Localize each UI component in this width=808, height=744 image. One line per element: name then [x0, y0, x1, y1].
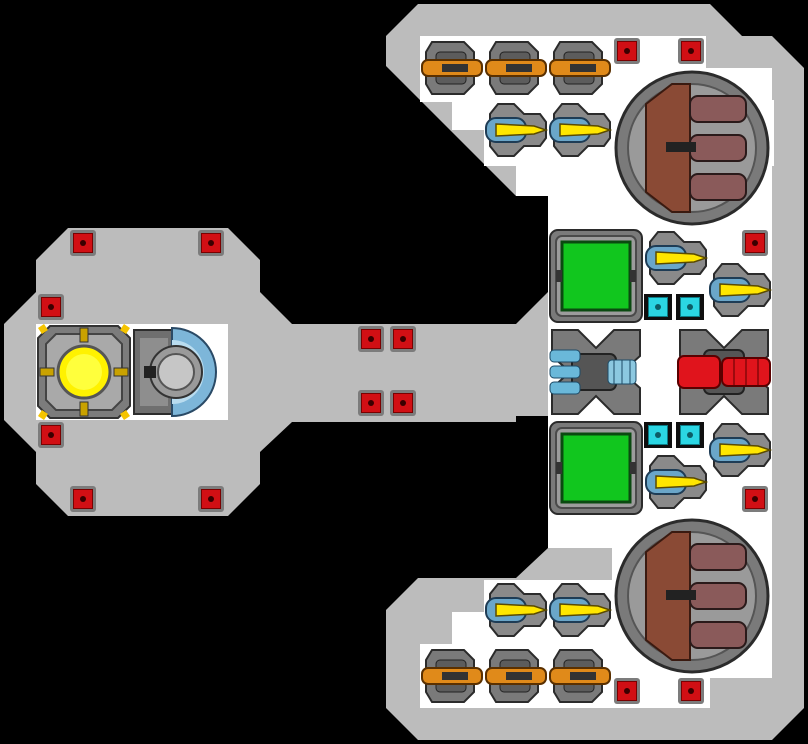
triple-barrel-turret-icon[interactable]	[612, 516, 772, 676]
red-connector-icon[interactable]	[70, 230, 96, 256]
red-connector-icon[interactable]	[198, 486, 224, 512]
cyan-connector-icon[interactable]	[676, 422, 704, 448]
laser-emitter-icon[interactable]	[484, 102, 548, 158]
red-connector-icon[interactable]	[390, 390, 416, 416]
autocannon-icon[interactable]	[484, 38, 548, 98]
autocannon-icon[interactable]	[548, 646, 612, 706]
red-connector-icon[interactable]	[678, 38, 704, 64]
red-connector-icon[interactable]	[38, 422, 64, 448]
red-connector-icon[interactable]	[358, 326, 384, 352]
red-connector-icon[interactable]	[614, 38, 640, 64]
storage-crate-icon[interactable]	[548, 420, 644, 516]
reactor-core-icon[interactable]	[36, 324, 132, 420]
red-connector-icon[interactable]	[390, 326, 416, 352]
shield-generator-icon[interactable]	[132, 324, 228, 420]
storage-crate-icon[interactable]	[548, 228, 644, 324]
laser-emitter-icon[interactable]	[644, 454, 708, 510]
triple-barrel-turret-icon[interactable]	[612, 68, 772, 228]
red-connector-icon[interactable]	[38, 294, 64, 320]
autocannon-icon[interactable]	[420, 38, 484, 98]
red-connector-icon[interactable]	[742, 230, 768, 256]
autocannon-icon[interactable]	[548, 38, 612, 98]
red-connector-icon[interactable]	[358, 390, 384, 416]
plasma-cannon-icon[interactable]	[676, 326, 772, 418]
red-connector-icon[interactable]	[198, 230, 224, 256]
cyan-connector-icon[interactable]	[676, 294, 704, 320]
laser-emitter-icon[interactable]	[644, 230, 708, 286]
red-connector-icon[interactable]	[70, 486, 96, 512]
laser-emitter-icon[interactable]	[548, 582, 612, 638]
laser-emitter-icon[interactable]	[548, 102, 612, 158]
autocannon-icon[interactable]	[484, 646, 548, 706]
cyan-connector-icon[interactable]	[644, 294, 672, 320]
red-connector-icon[interactable]	[678, 678, 704, 704]
autocannon-icon[interactable]	[420, 646, 484, 706]
red-connector-icon[interactable]	[742, 486, 768, 512]
cyan-connector-icon[interactable]	[644, 422, 672, 448]
ion-thruster-icon[interactable]	[548, 326, 644, 418]
laser-emitter-icon[interactable]	[484, 582, 548, 638]
laser-emitter-icon[interactable]	[708, 262, 772, 318]
red-connector-icon[interactable]	[614, 678, 640, 704]
laser-emitter-icon[interactable]	[708, 422, 772, 478]
